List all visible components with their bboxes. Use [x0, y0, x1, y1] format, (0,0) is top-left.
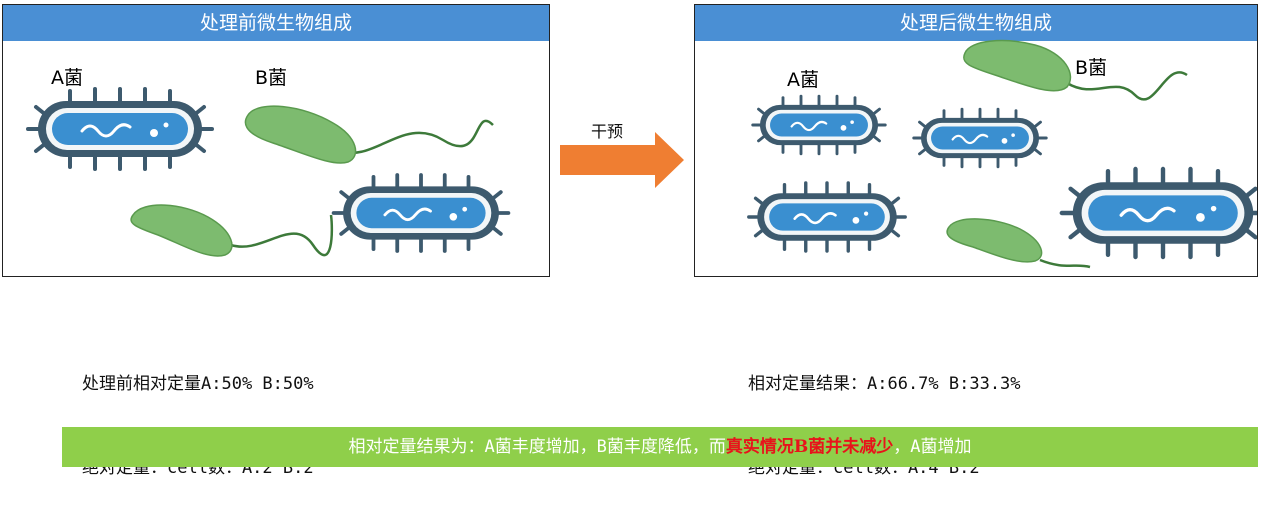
after-treatment-panel: 处理后微生物组成 [694, 4, 1258, 277]
conclusion-text-part1: 相对定量结果为：A菌丰度增加，B菌丰度降低，而 [348, 437, 726, 457]
conclusion-highlight: 真实情况B菌并未减少 [725, 437, 894, 457]
before-bacteria-illustration [26, 87, 511, 257]
intervention-label: 干预 [591, 122, 624, 141]
after-bacteria-illustration [747, 39, 1258, 269]
before-relative-quant: 处理前相对定量A:50% B:50% [82, 374, 314, 394]
before-panel-title: 处理前微生物组成 [3, 5, 549, 41]
before-stats: 处理前相对定量A:50% B:50% 绝对定量：cell数：A:2 B:2 [82, 314, 314, 510]
before-label-a: A菌 [51, 67, 83, 89]
before-label-b: B菌 [255, 67, 288, 89]
intervention-arrow-icon [560, 132, 684, 188]
after-panel-title: 处理后微生物组成 [695, 5, 1257, 41]
conclusion-text-part2: ，A菌增加 [893, 437, 972, 457]
before-treatment-panel: 处理前微生物组成 [2, 4, 550, 277]
conclusion-banner: 相对定量结果为：A菌丰度增加，B菌丰度降低，而真实情况B菌并未减少，A菌增加 [62, 427, 1258, 467]
after-label-a: A菌 [787, 69, 819, 91]
after-stats: 相对定量结果：A:66.7% B:33.3% 绝对定量：cell数：A:4 B:… [748, 314, 1021, 510]
after-label-b: B菌 [1075, 57, 1108, 79]
after-relative-quant: 相对定量结果：A:66.7% B:33.3% [748, 374, 1021, 394]
